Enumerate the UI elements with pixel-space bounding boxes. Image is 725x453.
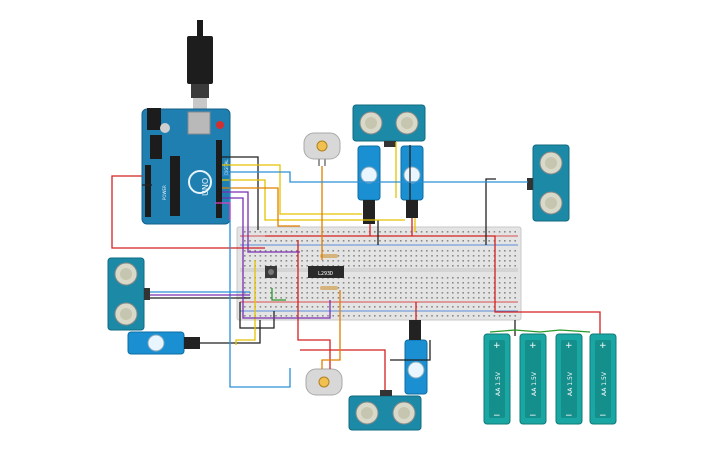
servo-left [127, 331, 200, 355]
battery-label: AA 1.5V [531, 371, 538, 396]
usb-cable [187, 20, 213, 118]
arduino-uno-board: UNO DIGITAL POWER [141, 108, 231, 225]
wire-pink [215, 202, 231, 220]
wire-blue [222, 174, 291, 388]
wire-orange [222, 187, 300, 227]
wire-red [265, 235, 515, 313]
wires [111, 142, 601, 390]
battery-plus-label: + [529, 341, 537, 351]
resistor-1 [320, 254, 338, 258]
servo-bottom [404, 320, 428, 395]
battery-plus-label: + [565, 341, 573, 351]
battery-minus-label: − [599, 411, 607, 421]
wire-black [200, 320, 261, 344]
wire-red [515, 311, 601, 336]
ultrasonic-sensor-top [352, 104, 426, 147]
servo-top-right [400, 145, 424, 218]
wire-yellow [222, 179, 405, 221]
arduino-uno-label: UNO [201, 178, 210, 196]
wire-red [297, 240, 331, 369]
battery-pack: + − AA 1.5V [483, 333, 511, 425]
battery-pack: + − AA 1.5V [519, 333, 547, 425]
battery-pack: + − AA 1.5V [589, 333, 617, 425]
wire-red [111, 175, 265, 249]
wire-purple [222, 197, 331, 319]
battery-label: AA 1.5V [567, 371, 574, 396]
battery-label: AA 1.5V [601, 371, 608, 396]
battery-label: AA 1.5V [495, 371, 502, 396]
dc-motor-top [303, 132, 341, 166]
pushbutton [265, 266, 277, 278]
battery-packs: + − AA 1.5V + − AA 1.5V + − AA 1.5V + − AA 1.5V [483, 333, 617, 425]
wire-yellow [222, 164, 362, 215]
battery-minus-label: − [565, 411, 573, 421]
wire-black [485, 178, 496, 245]
wire-green [489, 329, 591, 333]
wire-orange [321, 290, 341, 369]
arduino-digital-label: DIGITAL [224, 159, 229, 175]
arduino-power-label: POWER [162, 185, 167, 200]
wire-blue [222, 171, 528, 183]
wire-purple [222, 191, 300, 253]
wire-yellow [235, 260, 256, 345]
dc-motor-bottom [305, 368, 343, 396]
wire-black [390, 340, 431, 361]
battery-minus-label: − [529, 411, 537, 421]
battery-plus-label: + [493, 341, 501, 351]
servo-top-left [357, 145, 381, 224]
wire-red [300, 349, 386, 390]
motor-driver-chip: L293D [308, 266, 344, 278]
breadboard [236, 226, 522, 321]
chip-label: L293D [318, 271, 333, 277]
wire-black [239, 302, 275, 329]
ultrasonic-sensor-left [107, 257, 150, 331]
wire-black [222, 156, 259, 230]
battery-minus-label: − [493, 411, 501, 421]
ultrasonic-sensor-bottom [348, 390, 422, 431]
ultrasonic-sensor-right [527, 144, 570, 222]
wire-green [271, 288, 286, 301]
battery-plus-label: + [599, 341, 607, 351]
resistor-2 [320, 286, 338, 290]
battery-pack: + − AA 1.5V [555, 333, 583, 425]
